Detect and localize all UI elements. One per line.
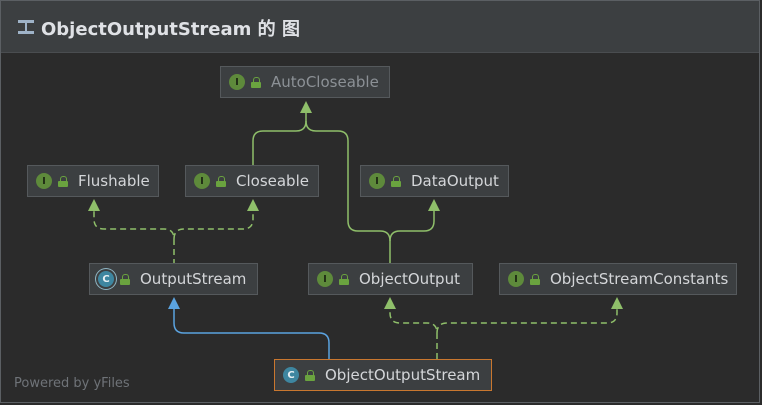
node-label: ObjectOutput: [359, 270, 460, 288]
node-objectoutput[interactable]: I ObjectOutput: [308, 263, 473, 295]
public-lock-icon: [391, 175, 401, 187]
abstract-class-icon: C: [98, 271, 114, 287]
arrowhead-objectstreamconstants: [611, 297, 623, 309]
public-lock-icon: [251, 76, 261, 88]
powered-by-footer: Powered by yFiles: [14, 376, 130, 391]
edge-layer: [88, 101, 623, 359]
node-objectoutputstream[interactable]: C ObjectOutputStream: [274, 359, 492, 391]
class-icon: C: [283, 367, 299, 383]
page-title: ObjectOutputStream 的 图: [41, 19, 300, 40]
edge-outputstream-closeable: [173, 211, 254, 240]
arrowhead-closeable: [247, 199, 259, 211]
arrowhead-flushable: [88, 199, 100, 211]
interface-icon: I: [194, 173, 210, 189]
public-lock-icon: [530, 273, 540, 285]
hierarchy-icon: [18, 20, 34, 34]
interface-icon: I: [317, 271, 333, 287]
public-lock-icon: [58, 175, 68, 187]
node-flushable[interactable]: I Flushable: [27, 165, 159, 197]
public-lock-icon: [339, 273, 349, 285]
interface-icon: I: [508, 271, 524, 287]
node-closeable[interactable]: I Closeable: [185, 165, 319, 197]
public-lock-icon: [305, 369, 315, 381]
interface-icon: I: [369, 173, 385, 189]
node-label: Flushable: [78, 172, 150, 190]
arrowhead-autocloseable: [300, 101, 312, 113]
node-label: OutputStream: [140, 270, 247, 288]
edge-outputstream-flushable: [93, 211, 175, 265]
node-outputstream[interactable]: C OutputStream: [89, 263, 258, 295]
node-dataoutput[interactable]: I DataOutput: [360, 165, 509, 197]
node-label: ObjectStreamConstants: [550, 270, 729, 288]
edge-objectoutput-dataoutput: [389, 211, 435, 242]
arrowhead-objectoutput: [384, 297, 396, 309]
interface-icon: I: [36, 173, 52, 189]
node-label: ObjectOutputStream: [325, 366, 481, 384]
node-autocloseable[interactable]: I AutoCloseable: [220, 66, 390, 98]
edge-closeable-autocloseable: [252, 113, 307, 165]
title-bar: ObjectOutputStream 的 图: [1, 1, 759, 53]
node-label: AutoCloseable: [271, 73, 379, 91]
diagram-canvas: I AutoCloseable I Flushable I Closeable …: [1, 53, 761, 404]
node-objectstreamconstants[interactable]: I ObjectStreamConstants: [499, 263, 737, 295]
arrowhead-outputstream: [168, 297, 180, 309]
public-lock-icon: [120, 273, 130, 285]
node-label: Closeable: [236, 172, 309, 190]
edge-objectoutputstream-outputstream: [173, 309, 330, 359]
arrowhead-dataoutput: [428, 199, 440, 211]
edge-objectoutputstream-objectoutput: [389, 309, 438, 359]
node-label: DataOutput: [411, 172, 499, 190]
edge-objectoutputstream-objectstreamconstants: [436, 309, 618, 334]
public-lock-icon: [216, 175, 226, 187]
interface-icon: I: [229, 74, 245, 90]
edge-objectoutput-autocloseable: [305, 120, 391, 265]
